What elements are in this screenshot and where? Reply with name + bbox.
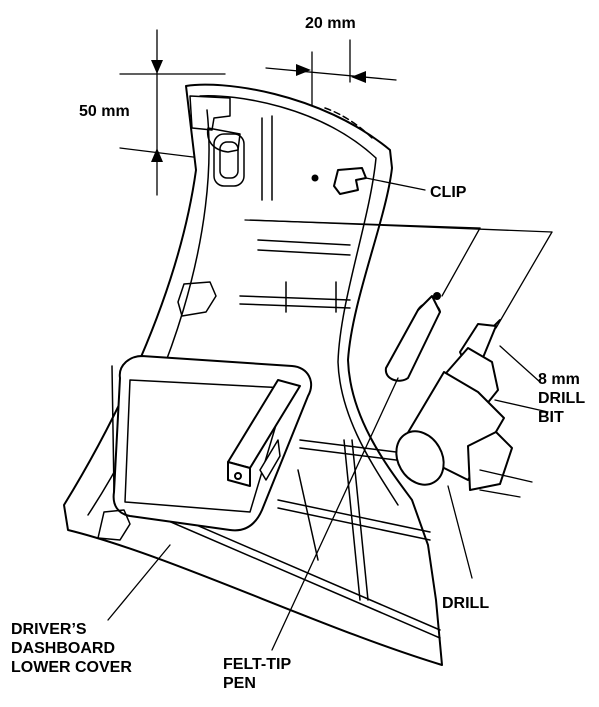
drill-mark-point xyxy=(311,174,319,182)
drill-tool xyxy=(395,319,549,579)
drill-label: DRILL xyxy=(442,595,490,612)
dashboard-lower-cover xyxy=(63,83,443,666)
dashboard-cover-label: DRIVER’S DASHBOARD LOWER COVER xyxy=(11,621,132,676)
clip-part xyxy=(333,167,426,195)
felt-tip-pen xyxy=(271,292,441,651)
drill-bit-label: 8 mm DRILL BIT xyxy=(538,371,586,426)
dimension-20mm-label: 20 mm xyxy=(305,15,356,32)
mark-leaders xyxy=(244,219,553,329)
dimension-50mm-label: 50 mm xyxy=(79,103,130,120)
clip-label: CLIP xyxy=(430,184,467,201)
felt-tip-pen-label: FELT-TIP PEN xyxy=(223,656,292,692)
cover-leader xyxy=(107,544,171,621)
